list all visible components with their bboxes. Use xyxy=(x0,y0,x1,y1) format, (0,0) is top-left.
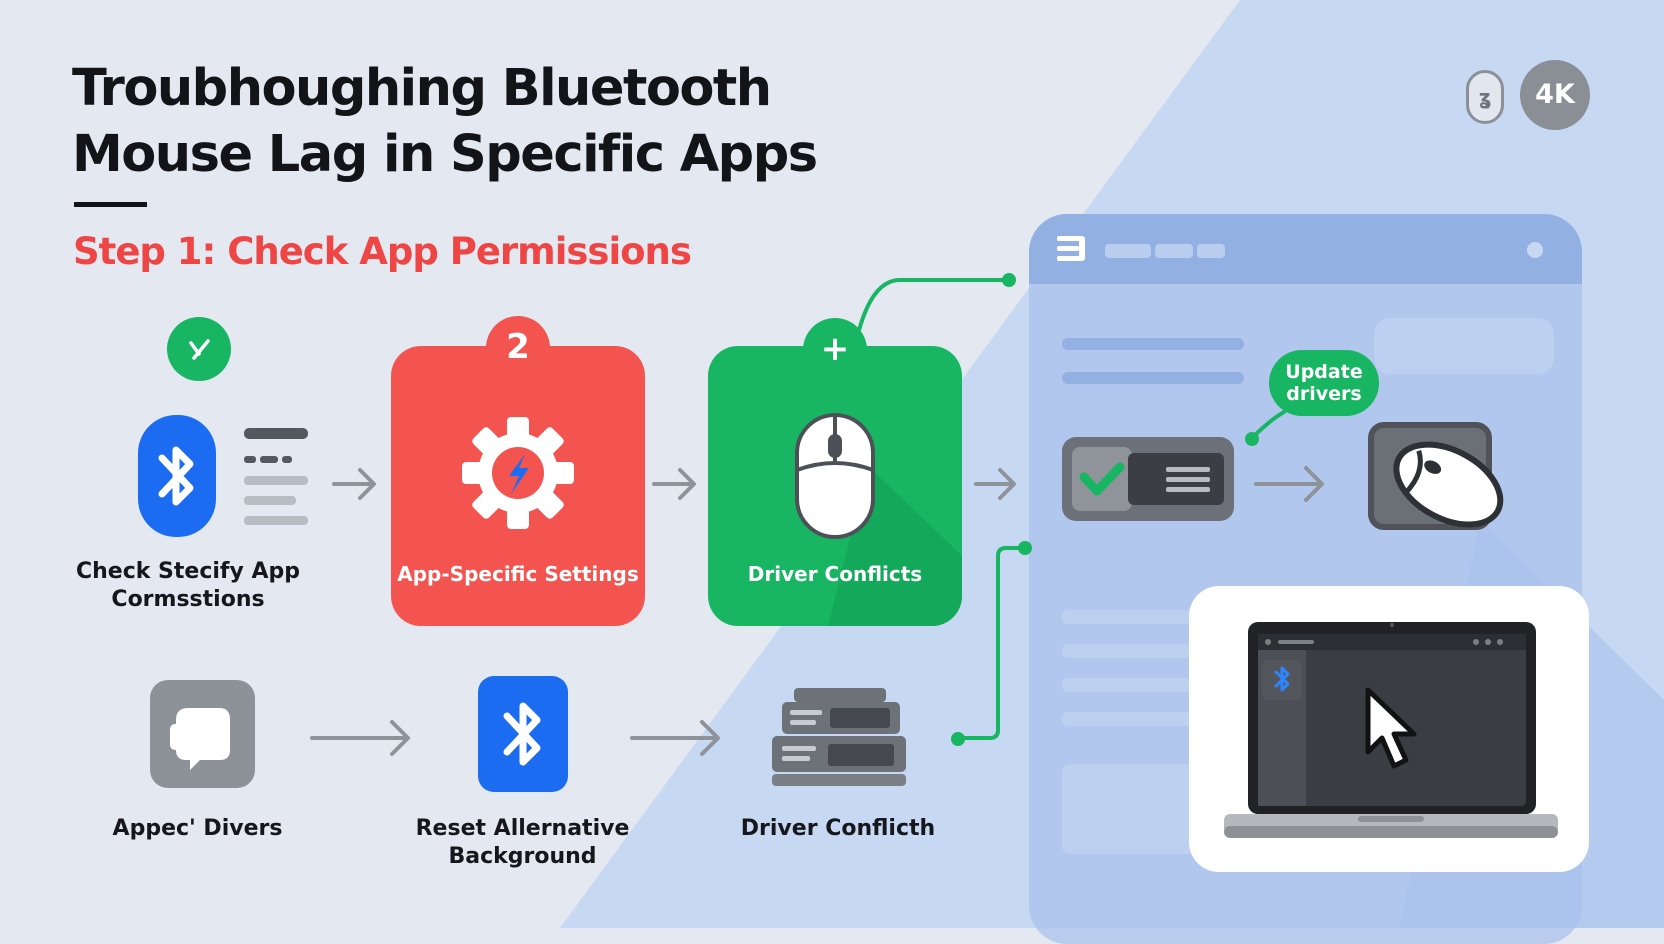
cursor-icon xyxy=(1365,687,1417,769)
content-line xyxy=(1062,712,1192,726)
list-lines-icon xyxy=(244,428,308,525)
bluetooth-icon xyxy=(478,676,568,792)
reset-background-label: Reset Allernative Background xyxy=(415,816,630,869)
step-number-badge: 2 xyxy=(486,316,550,380)
gear-icon xyxy=(462,417,574,529)
window-header xyxy=(1029,214,1582,284)
laptop-card xyxy=(1189,586,1589,872)
check-icon xyxy=(1079,462,1125,496)
header-bar xyxy=(1197,244,1225,258)
drivers-label: Appec' Divers xyxy=(112,816,283,841)
window-dot xyxy=(1527,242,1543,258)
content-line xyxy=(1062,610,1192,624)
toggle-knob xyxy=(1072,447,1132,511)
card-label: App-Specific Settings xyxy=(397,562,639,586)
content-line xyxy=(1062,644,1192,658)
check-circle-icon xyxy=(167,317,231,381)
bluetooth-icon xyxy=(138,415,216,537)
resolution-badge: 4K xyxy=(1520,60,1590,130)
content-box xyxy=(1374,318,1554,374)
card-label: Driver Conflicts xyxy=(747,562,923,586)
check-permissions-label: Check Stecify App Cormsstions xyxy=(75,559,301,612)
title-line-2: Mouse Lag in Specific Apps xyxy=(72,125,818,184)
content-line xyxy=(1062,678,1192,692)
server-stack-icon xyxy=(772,688,906,786)
header-bar xyxy=(1105,244,1151,258)
mouse-icon xyxy=(1393,441,1504,528)
driver-conflict-label: Driver Conflicth xyxy=(740,816,936,841)
driver-conflicts-card[interactable]: Driver Conflicts xyxy=(708,346,962,626)
menu-icon xyxy=(1057,236,1085,261)
chat-icon xyxy=(150,680,255,788)
title-line-1: Troubhoughing Bluetooth xyxy=(72,59,772,118)
app-specific-settings-card[interactable]: 2 App-Specific Settings xyxy=(391,316,645,626)
header-bar xyxy=(1155,244,1193,258)
content-line xyxy=(1062,372,1244,384)
toggle-track xyxy=(1128,453,1224,505)
page-title: Troubhoughing Bluetooth Mouse Lag in Spe… xyxy=(72,56,818,188)
title-underline xyxy=(74,202,147,207)
ring-icon: ʓ xyxy=(1466,70,1504,124)
mouse-icon xyxy=(795,413,875,539)
plus-badge: + xyxy=(803,318,867,382)
toggle-check-icon[interactable] xyxy=(1062,437,1234,521)
content-line xyxy=(1062,338,1244,350)
step-heading: Step 1: Check App Permissions xyxy=(73,230,692,273)
